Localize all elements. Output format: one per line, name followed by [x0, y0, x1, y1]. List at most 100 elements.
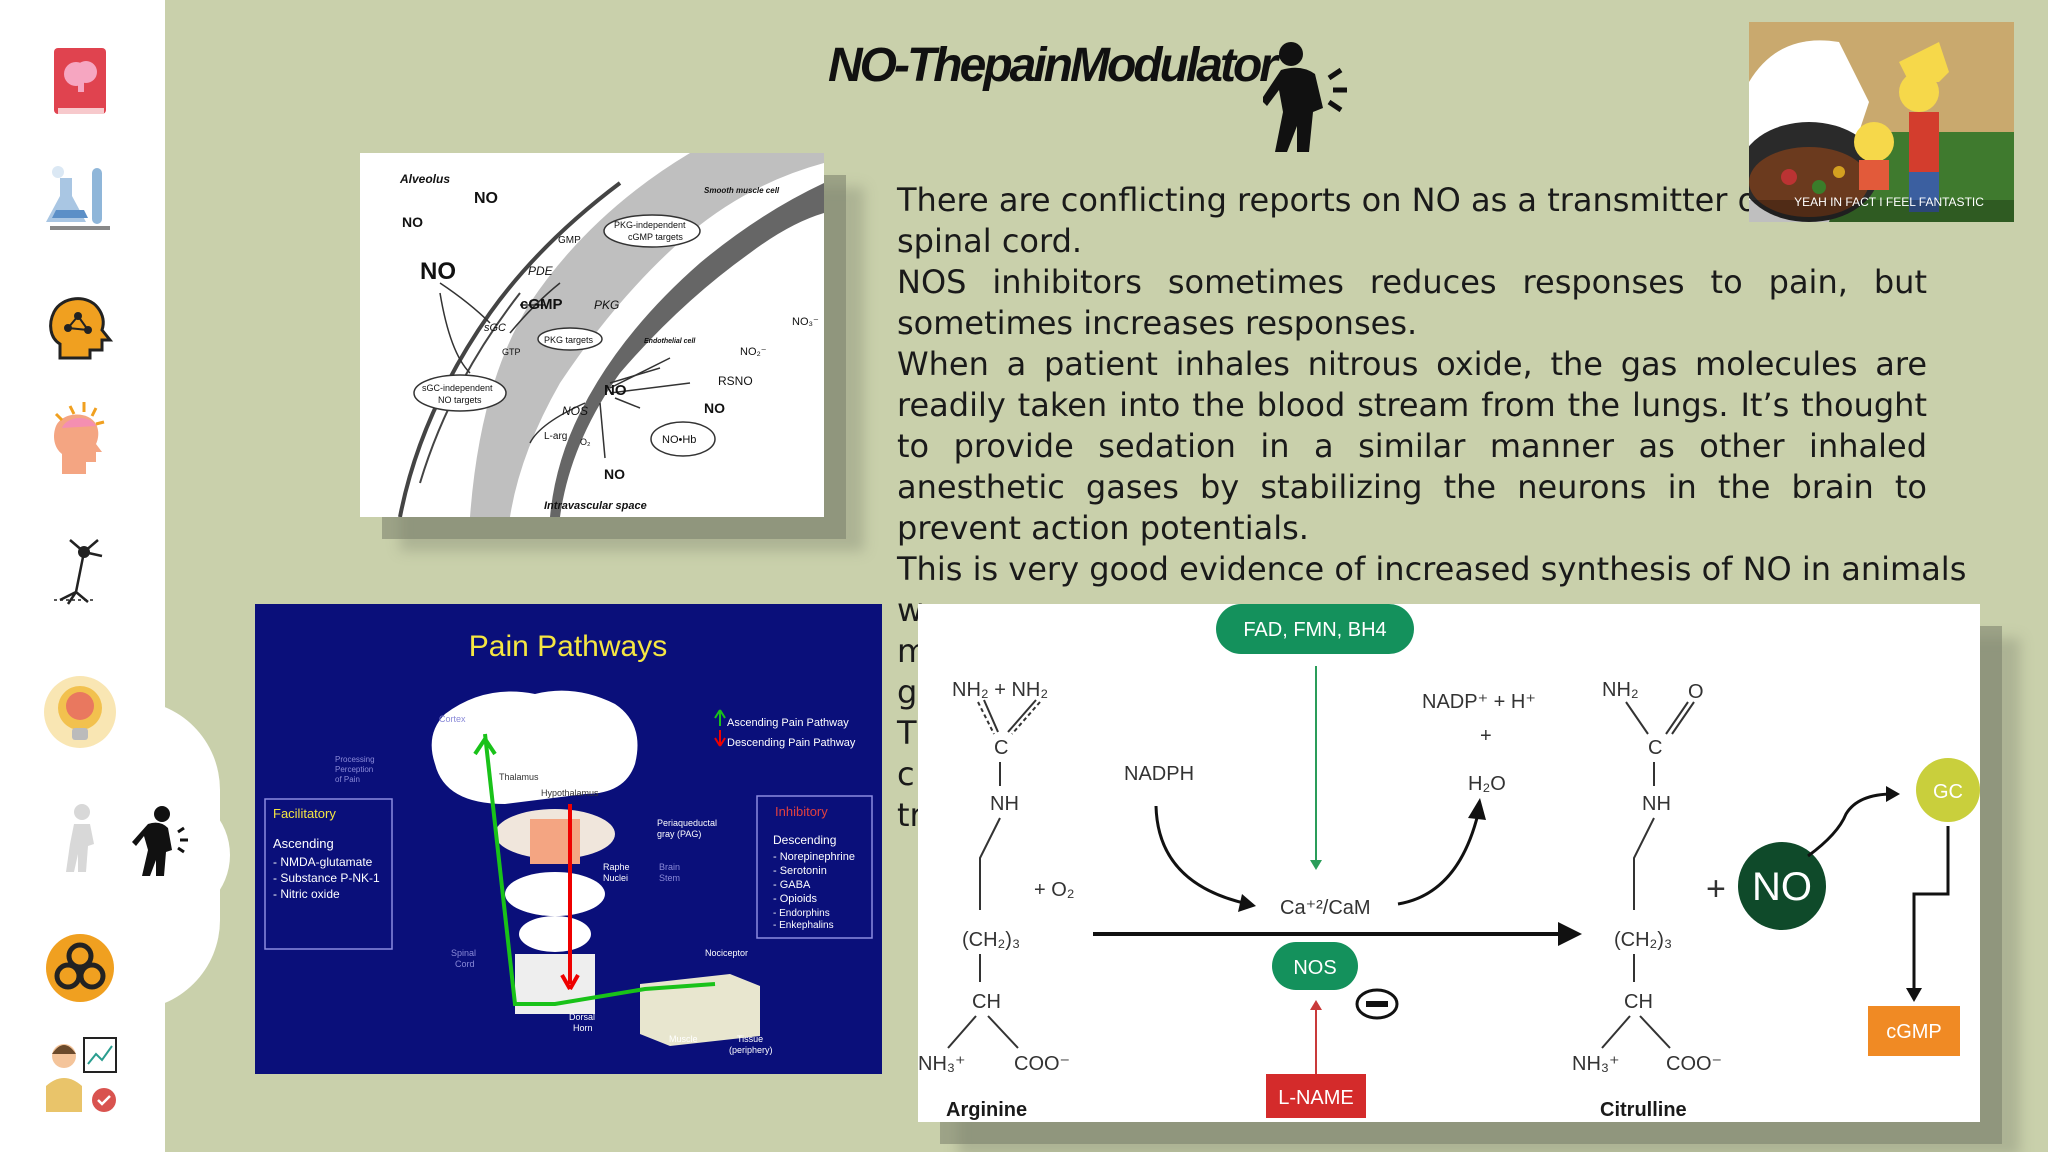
svg-text:Endothelial cell: Endothelial cell	[644, 338, 696, 345]
pain-pathways-title: Pain Pathways	[469, 630, 667, 663]
svg-text:Cord: Cord	[455, 959, 475, 969]
svg-text:C: C	[994, 737, 1008, 759]
svg-text:cGMP: cGMP	[520, 296, 563, 313]
svg-text:Thalamus: Thalamus	[499, 772, 539, 782]
svg-text:NO targets: NO targets	[438, 395, 482, 405]
svg-text:CH: CH	[972, 991, 1001, 1013]
nos-reaction-figure: FAD, FMN, BH4 NOS L-NAME NO GC cGMP NH₂ …	[918, 604, 1980, 1122]
svg-text:C: C	[1648, 737, 1662, 759]
svg-text:Descending: Descending	[773, 833, 836, 847]
svg-text:NADP⁺ + H⁺: NADP⁺ + H⁺	[1422, 691, 1536, 713]
scientist-icon[interactable]	[40, 1034, 120, 1114]
svg-text:+ O₂: + O₂	[1034, 879, 1075, 901]
svg-text:Facilitatory: Facilitatory	[273, 806, 336, 821]
paragraph-5-fragment-2: c	[897, 755, 915, 793]
svg-text:Periaqueductal: Periaqueductal	[657, 818, 717, 828]
brain-book-icon[interactable]	[40, 42, 120, 122]
paragraph-1: There are conflicting reports on NO as a…	[897, 181, 1769, 219]
svg-text:O₂: O₂	[580, 437, 591, 447]
head-network-icon[interactable]	[40, 288, 120, 368]
svg-text:NO: NO	[1752, 865, 1812, 909]
svg-text:NO₂⁻: NO₂⁻	[740, 346, 767, 358]
pain-pathways-figure: Pain Pathways Ascending Pain Pathway Des…	[255, 604, 882, 1074]
svg-text:NO: NO	[474, 190, 498, 207]
video-caption: YEAH IN FACT I FEEL FANTASTIC	[1794, 195, 1984, 209]
svg-text:Descending Pain Pathway: Descending Pain Pathway	[727, 737, 856, 749]
svg-text:GTP: GTP	[502, 347, 521, 357]
svg-text:Dorsal: Dorsal	[569, 1012, 595, 1022]
svg-text:NH₂: NH₂	[1602, 679, 1639, 701]
svg-text:Ascending Pain Pathway: Ascending Pain Pathway	[727, 717, 849, 729]
video-thumbnail[interactable]: YEAH IN FACT I FEEL FANTASTIC	[1749, 22, 2014, 222]
svg-text:- Opioids: - Opioids	[773, 893, 818, 905]
svg-text:GMP: GMP	[558, 235, 581, 246]
svg-text:sGC-independent: sGC-independent	[422, 383, 493, 393]
svg-text:- GABA: - GABA	[773, 879, 811, 891]
svg-text:NH₂ + NH₂: NH₂ + NH₂	[952, 679, 1048, 701]
svg-text:Tissue: Tissue	[737, 1034, 763, 1044]
svg-text:NH₃⁺: NH₃⁺	[1572, 1053, 1620, 1075]
svg-text:NO: NO	[402, 214, 423, 230]
svg-text:Spinal: Spinal	[451, 948, 476, 958]
svg-text:Arginine: Arginine	[946, 1099, 1027, 1121]
svg-text:PDE: PDE	[528, 264, 554, 278]
svg-text:Ca⁺²/CaM: Ca⁺²/CaM	[1280, 897, 1371, 919]
svg-text:COO⁻: COO⁻	[1014, 1053, 1070, 1075]
svg-text:+: +	[1480, 725, 1492, 747]
svg-text:NH₃⁺: NH₃⁺	[918, 1053, 966, 1075]
svg-text:Processing: Processing	[335, 755, 375, 764]
svg-text:Intravascular space: Intravascular space	[544, 500, 647, 512]
svg-text:PKG targets: PKG targets	[544, 335, 594, 345]
svg-text:Hypothalamus: Hypothalamus	[541, 788, 599, 798]
svg-text:Muscle: Muscle	[669, 1034, 698, 1044]
svg-text:O: O	[1688, 681, 1704, 703]
svg-text:RSNO: RSNO	[718, 374, 753, 388]
lightbulb-brain-icon[interactable]	[40, 672, 120, 752]
svg-text:(CH₂)₃: (CH₂)₃	[1614, 929, 1672, 951]
svg-text:gray (PAG): gray (PAG)	[657, 829, 701, 839]
paragraph-4: This is very good evidence of increased …	[897, 550, 1967, 588]
pain-person-active-icon[interactable]	[118, 802, 198, 882]
svg-text:(periphery): (periphery)	[729, 1045, 773, 1055]
title-area: NO-ThepainModulator	[828, 30, 1348, 160]
svg-text:- Serotonin: - Serotonin	[773, 865, 827, 877]
svg-text:NADPH: NADPH	[1124, 763, 1194, 785]
svg-text:- Enkephalins: - Enkephalins	[773, 920, 834, 931]
svg-text:FAD, FMN, BH4: FAD, FMN, BH4	[1243, 619, 1386, 641]
svg-text:Nociceptor: Nociceptor	[705, 948, 748, 958]
no-signaling-figure: Alveolus NO NO NO Smooth muscle cell PKG…	[360, 153, 824, 518]
slide-title: NO-ThepainModulator	[828, 39, 1278, 92]
svg-text:Stem: Stem	[659, 873, 680, 883]
svg-text:sGC: sGC	[484, 322, 506, 334]
svg-text:Nuclei: Nuclei	[603, 873, 628, 883]
svg-text:Cortex: Cortex	[439, 714, 466, 724]
svg-text:NH: NH	[1642, 793, 1671, 815]
svg-text:PKG-independent: PKG-independent	[614, 220, 686, 230]
svg-text:NO: NO	[604, 466, 625, 482]
svg-text:Citrulline: Citrulline	[1600, 1099, 1687, 1121]
neuron-icon[interactable]	[40, 530, 120, 610]
svg-text:- Endorphins: - Endorphins	[773, 908, 830, 919]
svg-text:H₂O: H₂O	[1468, 773, 1506, 795]
svg-text:NO: NO	[704, 400, 725, 416]
label-alveolus: Alveolus	[399, 172, 450, 186]
svg-text:NOS: NOS	[562, 404, 588, 418]
svg-text:- Substance P-NK-1: - Substance P-NK-1	[273, 871, 380, 885]
svg-text:NOS: NOS	[1293, 957, 1336, 979]
body-text: There are conflicting reports on NO as a…	[897, 180, 1967, 836]
svg-text:Ascending: Ascending	[273, 836, 334, 851]
svg-text:Inhibitory: Inhibitory	[775, 804, 828, 819]
svg-text:Smooth muscle cell: Smooth muscle cell	[704, 186, 780, 195]
svg-text:- NMDA-glutamate: - NMDA-glutamate	[273, 855, 373, 869]
headache-icon[interactable]	[40, 398, 120, 478]
paragraph-2: NOS inhibitors sometimes reduces respons…	[897, 263, 1927, 342]
biohazard-icon[interactable]	[40, 928, 120, 1008]
paragraph-5-fragment-1: T	[897, 714, 917, 752]
svg-text:NO₃⁻: NO₃⁻	[792, 316, 819, 328]
svg-text:- Nitric oxide: - Nitric oxide	[273, 887, 340, 901]
svg-text:Brain: Brain	[659, 862, 680, 872]
svg-text:+: +	[1706, 870, 1726, 908]
lab-flasks-icon[interactable]	[40, 158, 120, 238]
svg-text:cGMP targets: cGMP targets	[628, 232, 683, 242]
pain-person-faded-icon[interactable]	[40, 800, 120, 880]
